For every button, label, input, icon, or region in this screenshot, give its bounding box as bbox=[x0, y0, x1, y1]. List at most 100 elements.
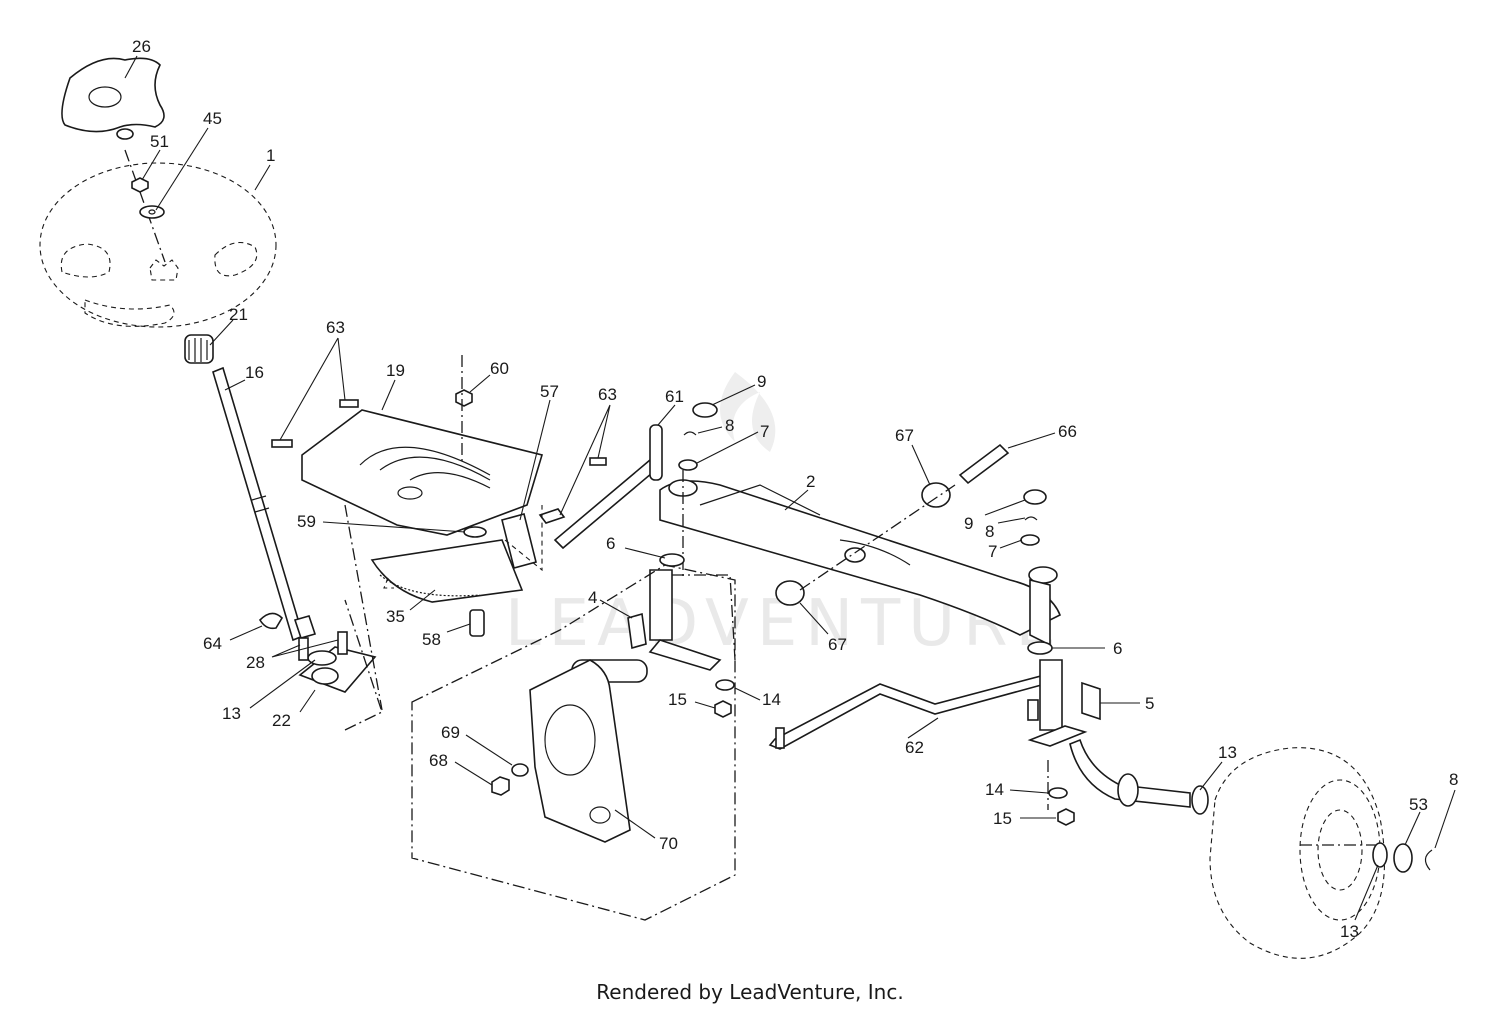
callout-53: 53 bbox=[1409, 795, 1428, 814]
leader-1 bbox=[254, 164, 271, 191]
callout-21: 21 bbox=[229, 305, 248, 324]
leader-7b bbox=[999, 539, 1023, 549]
nut-15-right bbox=[1057, 808, 1075, 826]
callout-45: 45 bbox=[203, 109, 222, 128]
leader-59 bbox=[322, 521, 466, 533]
leader-53 bbox=[1404, 811, 1421, 846]
callout-5: 5 bbox=[1145, 694, 1154, 713]
drag-link-post bbox=[649, 424, 663, 481]
spacer-67-bottom bbox=[775, 580, 805, 606]
steering-support-19 bbox=[301, 409, 544, 536]
leader-26 bbox=[124, 55, 138, 79]
axle-pivot-hole bbox=[844, 547, 866, 563]
washer-14-right bbox=[1048, 787, 1068, 799]
leader-63a bbox=[279, 337, 346, 441]
callout-6-right: 6 bbox=[1113, 639, 1122, 658]
leader-69 bbox=[465, 734, 513, 766]
callout-63-right: 63 bbox=[598, 385, 617, 404]
leader-51 bbox=[141, 149, 161, 181]
steering-shaft-assembly bbox=[184, 334, 383, 731]
steering-wheel-assembly bbox=[39, 57, 277, 328]
wheel-spoke-right bbox=[214, 241, 258, 277]
callout-13-shaft: 13 bbox=[222, 704, 241, 723]
callout-68: 68 bbox=[429, 751, 448, 770]
callout-13-wheel-bottom: 13 bbox=[1340, 922, 1359, 941]
washer-13-wheel-inner bbox=[1191, 785, 1209, 815]
callout-28: 28 bbox=[246, 653, 265, 672]
clip-8-left bbox=[683, 431, 697, 436]
callout-67-bottom: 67 bbox=[828, 635, 847, 654]
washer-7-right bbox=[1020, 534, 1040, 546]
front-wheel-outline bbox=[1209, 747, 1385, 959]
leader-19 bbox=[381, 379, 396, 411]
plate-70-hole bbox=[589, 806, 611, 824]
steering-support-assembly bbox=[271, 355, 607, 711]
cap-9-left bbox=[692, 402, 718, 418]
leader-15a bbox=[694, 701, 716, 709]
nut-51 bbox=[131, 177, 149, 193]
leader-8b bbox=[997, 517, 1026, 524]
tie-rod-pin bbox=[775, 727, 785, 749]
wheel-hub bbox=[1317, 809, 1363, 891]
wheel-centerline bbox=[124, 149, 166, 263]
leader-57 bbox=[519, 399, 551, 521]
cap-hole bbox=[88, 86, 122, 108]
callout-13-wheel-top: 13 bbox=[1218, 743, 1237, 762]
plate-group-box bbox=[411, 564, 736, 921]
axle-spindle-right bbox=[1029, 578, 1051, 647]
bolt-63-right bbox=[589, 457, 607, 466]
support-slots bbox=[359, 446, 491, 489]
right-spindle-assembly bbox=[1027, 641, 1209, 826]
support-hole bbox=[397, 486, 423, 500]
callout-8-wheel: 8 bbox=[1449, 770, 1458, 789]
callout-9-left: 9 bbox=[757, 372, 766, 391]
support-group-line bbox=[344, 504, 383, 711]
spindle-5-arm bbox=[1027, 725, 1088, 747]
leader-62 bbox=[907, 717, 939, 739]
leader-67a bbox=[911, 444, 931, 486]
render-credit: Rendered by LeadVenture, Inc. bbox=[596, 980, 904, 1004]
front-axle-assembly bbox=[659, 402, 1062, 647]
adapter-21 bbox=[184, 334, 214, 364]
spindle-4-arm bbox=[648, 639, 722, 671]
callout-64: 64 bbox=[203, 634, 222, 653]
spindle-5-collar bbox=[1117, 773, 1139, 807]
spindle-5-bolt bbox=[1027, 699, 1039, 721]
plate-70-boss bbox=[544, 704, 596, 776]
leader-58 bbox=[446, 623, 471, 633]
spindle-4-post bbox=[649, 569, 673, 641]
support-dash-box bbox=[504, 505, 543, 572]
callout-2: 2 bbox=[806, 472, 815, 491]
callout-66: 66 bbox=[1058, 422, 1077, 441]
callout-58: 58 bbox=[422, 630, 441, 649]
leader-13b bbox=[1199, 761, 1223, 791]
leader-67b bbox=[799, 602, 829, 635]
callout-15-right: 15 bbox=[993, 809, 1012, 828]
wheel-rim bbox=[1299, 779, 1381, 921]
washer-69 bbox=[511, 763, 529, 777]
leader-70 bbox=[614, 809, 656, 839]
bolt-28-right bbox=[337, 631, 348, 655]
retainer-8 bbox=[1424, 849, 1433, 871]
callout-70: 70 bbox=[659, 834, 678, 853]
sector-gear-35 bbox=[370, 539, 524, 603]
callout-62: 62 bbox=[905, 738, 924, 757]
drag-link-assembly bbox=[553, 424, 663, 550]
nut-15-left bbox=[714, 700, 732, 718]
cap-stem bbox=[116, 128, 134, 140]
callout-6-left: 6 bbox=[606, 534, 615, 553]
bearing-22-hub bbox=[311, 667, 339, 685]
leader-2 bbox=[784, 489, 809, 511]
leader-6a bbox=[624, 547, 666, 559]
callout-60: 60 bbox=[490, 359, 509, 378]
watermark-flame-icon bbox=[720, 372, 776, 452]
leader-66 bbox=[1007, 432, 1056, 449]
callout-22: 22 bbox=[272, 711, 291, 730]
leader-63b bbox=[559, 404, 611, 516]
shaft-collar bbox=[251, 495, 270, 513]
callout-4: 4 bbox=[588, 588, 597, 607]
callout-15-left: 15 bbox=[668, 690, 687, 709]
spindle-5-axle bbox=[1069, 738, 1191, 808]
callout-14-right: 14 bbox=[985, 780, 1004, 799]
